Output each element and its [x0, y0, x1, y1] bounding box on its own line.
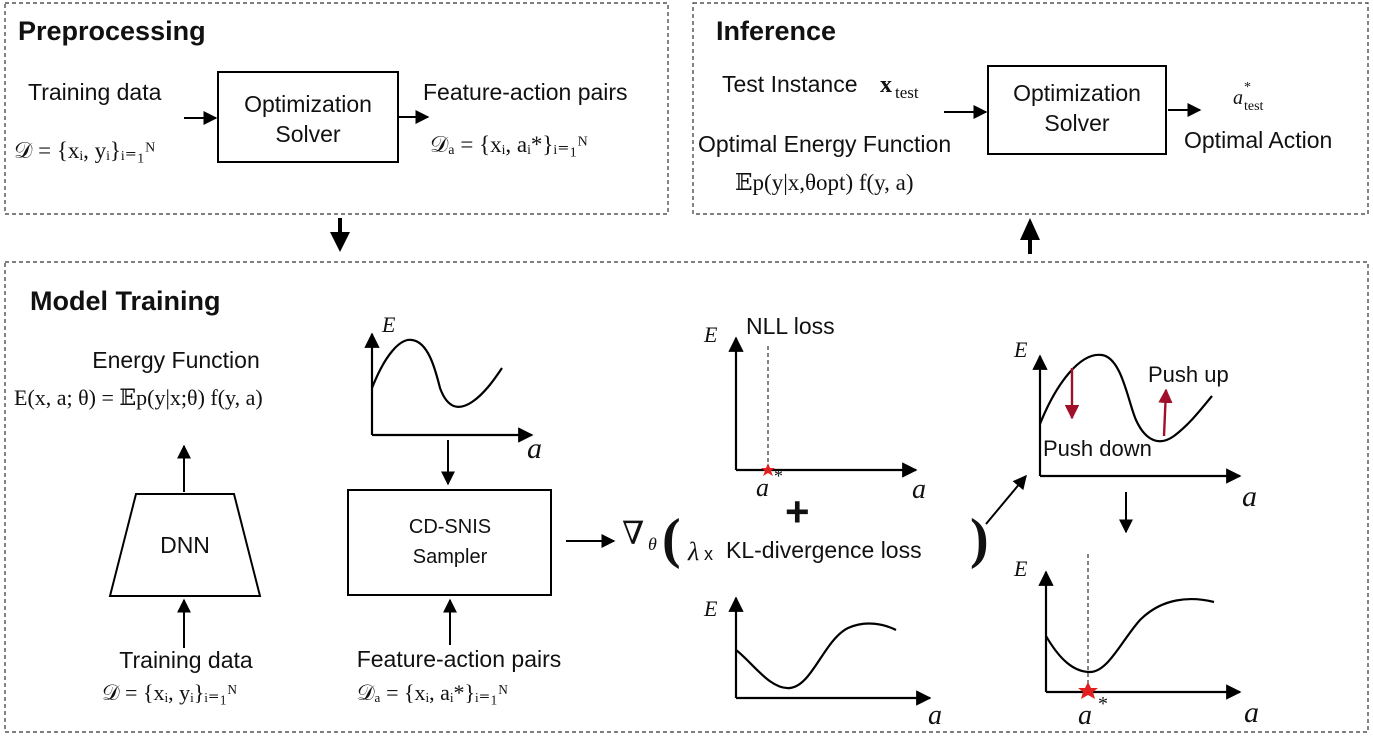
- kl-plot-curve: [735, 622, 897, 690]
- inference-solver-line2: Solver: [1044, 110, 1110, 136]
- gradient-to-update-arrow: [985, 474, 1027, 525]
- nll-loss-label: NLL loss: [746, 313, 835, 339]
- kl-divergence-label: KL-divergence loss: [726, 537, 922, 563]
- inference-title: Inference: [716, 16, 836, 46]
- training-to-inference-arrowhead: [1020, 218, 1040, 240]
- inference-energy-label: Optimal Energy Function: [698, 131, 951, 157]
- cd-snis-sampler-box: [347, 489, 552, 596]
- nll-a-star-symbol: a: [756, 473, 769, 502]
- final-optimum-star: [1078, 682, 1098, 699]
- sampler-label-line2: Sampler: [413, 546, 488, 568]
- training-title: Model Training: [30, 286, 221, 316]
- preprocessing-to-training-arrowhead: [330, 232, 350, 252]
- kl-plot-a-label: a: [928, 700, 942, 731]
- preprocessing-output-label: Feature-action pairs: [423, 79, 628, 105]
- training-pairs-label: Feature-action pairs: [357, 646, 562, 672]
- loss-plus-sign: +: [785, 488, 810, 535]
- training-energy-formula: E(x, a; θ) = 𝔼p(y|x;θ) f(y, a): [14, 385, 263, 410]
- gradient-subscript: θ: [648, 534, 657, 554]
- lambda-times: x: [704, 544, 713, 564]
- final-a-star-superscript: *: [1098, 693, 1108, 715]
- inference-action-subscript: test: [1244, 99, 1264, 114]
- update-plot-a-label: a: [1242, 480, 1257, 513]
- final-a-star-symbol: a: [1078, 700, 1092, 731]
- nll-plot-e-label: E: [703, 322, 718, 347]
- inference-test-symbol: x: [880, 72, 892, 98]
- gradient-symbol: ∇: [622, 515, 644, 551]
- gradient-open-paren: (: [662, 508, 681, 570]
- training-pairs-formula: 𝒟ₐ = {xᵢ, aᵢ*}ᵢ₌₁ᴺ: [357, 680, 508, 705]
- nll-optimum-star: [761, 463, 775, 476]
- inference-action-superscript: *: [1244, 80, 1251, 95]
- push-up-label: Push up: [1148, 362, 1229, 387]
- update-plot-curve: [1038, 353, 1213, 443]
- dnn-label: DNN: [160, 532, 210, 558]
- preprocessing-output-formula: 𝒟ₐ = {xᵢ, aᵢ*}ᵢ₌₁ᴺ: [430, 132, 588, 157]
- plot1-e-label: E: [381, 312, 396, 337]
- kl-plot-e-label: E: [703, 596, 718, 621]
- preprocessing-title: Preprocessing: [18, 16, 206, 46]
- final-plot-curve: [1045, 597, 1215, 674]
- inference-panel: [692, 2, 1369, 215]
- final-plot-a-label: a: [1244, 696, 1259, 729]
- inference-solver-box: [987, 65, 1167, 155]
- model-training-panel: [4, 261, 1369, 733]
- preprocessing-solver-box: [217, 71, 399, 163]
- lambda-symbol: λ: [687, 537, 699, 566]
- nll-plot-a-label: a: [912, 474, 926, 505]
- plot1-energy-curve: [370, 338, 503, 408]
- inference-solver-line1: Optimization: [1013, 80, 1141, 106]
- nll-a-star-superscript: *: [774, 466, 783, 486]
- gradient-close-paren: ): [970, 508, 989, 570]
- training-energy-label: Energy Function: [92, 347, 259, 373]
- inference-action-symbol: a: [1233, 87, 1243, 109]
- push-up-arrow: [1158, 388, 1173, 437]
- plot1-a-label: a: [527, 432, 542, 465]
- preprocessing-input-label: Training data: [28, 79, 162, 105]
- inference-test-subscript: test: [895, 83, 919, 102]
- update-plot-e-label: E: [1013, 337, 1028, 362]
- sampler-label-line1: CD-SNIS: [409, 516, 491, 538]
- dnn-trapezoid: [108, 493, 262, 597]
- final-plot-e-label: E: [1013, 556, 1028, 581]
- training-data-formula: 𝒟 = {xᵢ, yᵢ}ᵢ₌₁ᴺ: [102, 680, 237, 705]
- preprocessing-panel: [4, 2, 669, 215]
- inference-action-label: Optimal Action: [1184, 127, 1332, 153]
- training-data-label: Training data: [119, 647, 253, 673]
- preprocessing-input-formula: 𝒟 = {xᵢ, yᵢ}ᵢ₌₁ᴺ: [14, 138, 156, 163]
- inference-test-label: Test Instance: [722, 71, 858, 97]
- preprocessing-solver-line2: Solver: [275, 121, 341, 147]
- push-down-label: Push down: [1043, 436, 1152, 461]
- inference-energy-formula: 𝔼p(y|x,θopt) f(y, a): [735, 170, 914, 195]
- preprocessing-solver-line1: Optimization: [244, 91, 372, 117]
